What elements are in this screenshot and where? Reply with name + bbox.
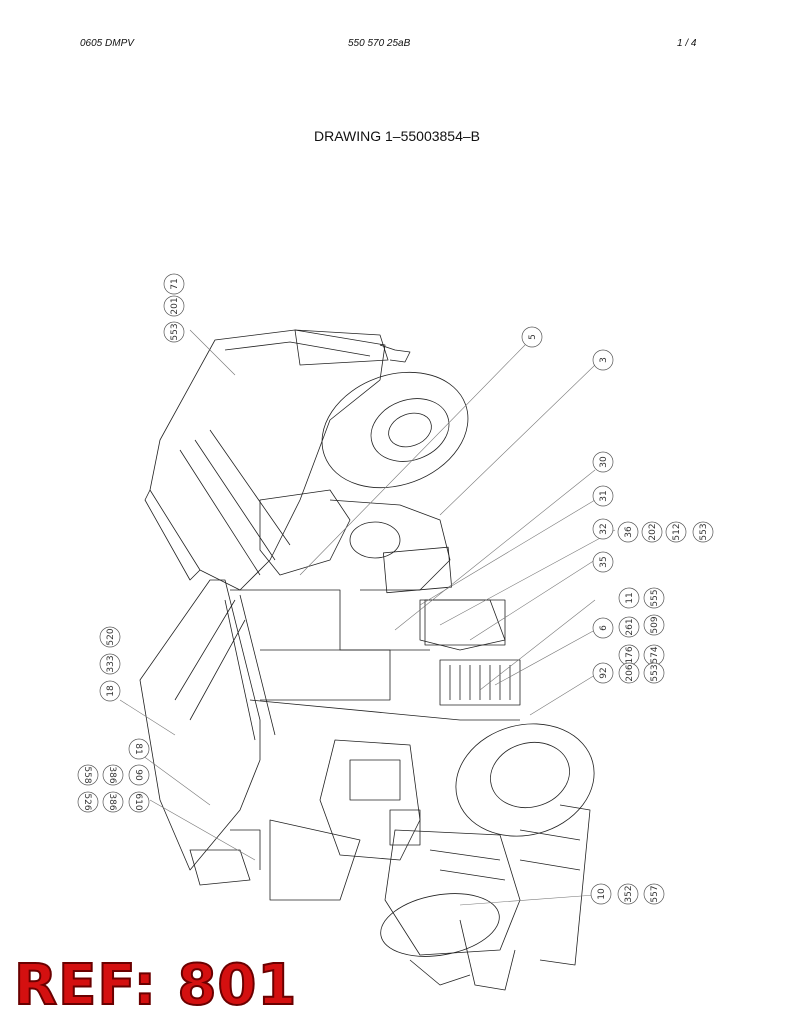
callout-label: 5 xyxy=(528,334,538,340)
header-document-number: 550 570 25aB xyxy=(348,38,411,49)
callout-label: 557 xyxy=(650,885,660,902)
header-page-number: 1 / 4 xyxy=(677,38,697,49)
header-left-code: 0605 DMPV xyxy=(80,38,134,49)
callout-label: 555 xyxy=(650,589,660,606)
callout-circles xyxy=(77,273,714,905)
callout-label: 90 xyxy=(133,769,143,781)
callout-label: 31 xyxy=(599,490,609,501)
callout-label: 610 xyxy=(133,793,143,810)
drawing-title: DRAWING 1–55003854–B xyxy=(313,128,481,144)
callout-label: 558 xyxy=(82,766,92,783)
callout-label: 512 xyxy=(672,523,682,540)
callout-label: 386 xyxy=(107,766,117,783)
callout-label: 3 xyxy=(599,357,609,363)
callout-label: 206 xyxy=(625,664,635,681)
callout-label: 6 xyxy=(599,625,609,631)
leader-lines xyxy=(119,329,616,906)
machine-outline xyxy=(139,329,595,991)
callout-label: 176 xyxy=(625,646,635,663)
callout-label: 386 xyxy=(107,793,117,810)
callout-label: 352 xyxy=(624,885,634,902)
callout-label: 18 xyxy=(106,685,116,697)
callout-label: 526 xyxy=(82,793,92,810)
callout-label: 261 xyxy=(625,618,635,635)
callout-label: 11 xyxy=(625,592,635,603)
callout-label: 35 xyxy=(599,556,609,567)
callout-label: 10 xyxy=(597,888,607,900)
callout-label: 553 xyxy=(699,523,709,540)
callout-label: 520 xyxy=(106,628,116,645)
reference-stamp: REF: 801 xyxy=(13,953,298,1018)
callout-label: 333 xyxy=(106,655,116,672)
callout-label: 574 xyxy=(650,646,660,663)
callout-label: 81 xyxy=(133,743,143,754)
callout-label: 92 xyxy=(599,667,609,678)
callout-label: 32 xyxy=(599,523,609,534)
callout-label: 201 xyxy=(170,297,180,314)
callout-labels: 71 201 553 5 3 30 31 32 36 202 512 553 3… xyxy=(82,278,709,902)
callout-label: 71 xyxy=(170,278,180,289)
callout-label: 36 xyxy=(624,526,634,538)
callout-label: 553 xyxy=(650,664,660,681)
callout-label: 509 xyxy=(650,616,660,633)
callout-label: 202 xyxy=(648,523,658,540)
callout-label: 30 xyxy=(599,456,609,468)
callout-label: 553 xyxy=(170,323,180,340)
